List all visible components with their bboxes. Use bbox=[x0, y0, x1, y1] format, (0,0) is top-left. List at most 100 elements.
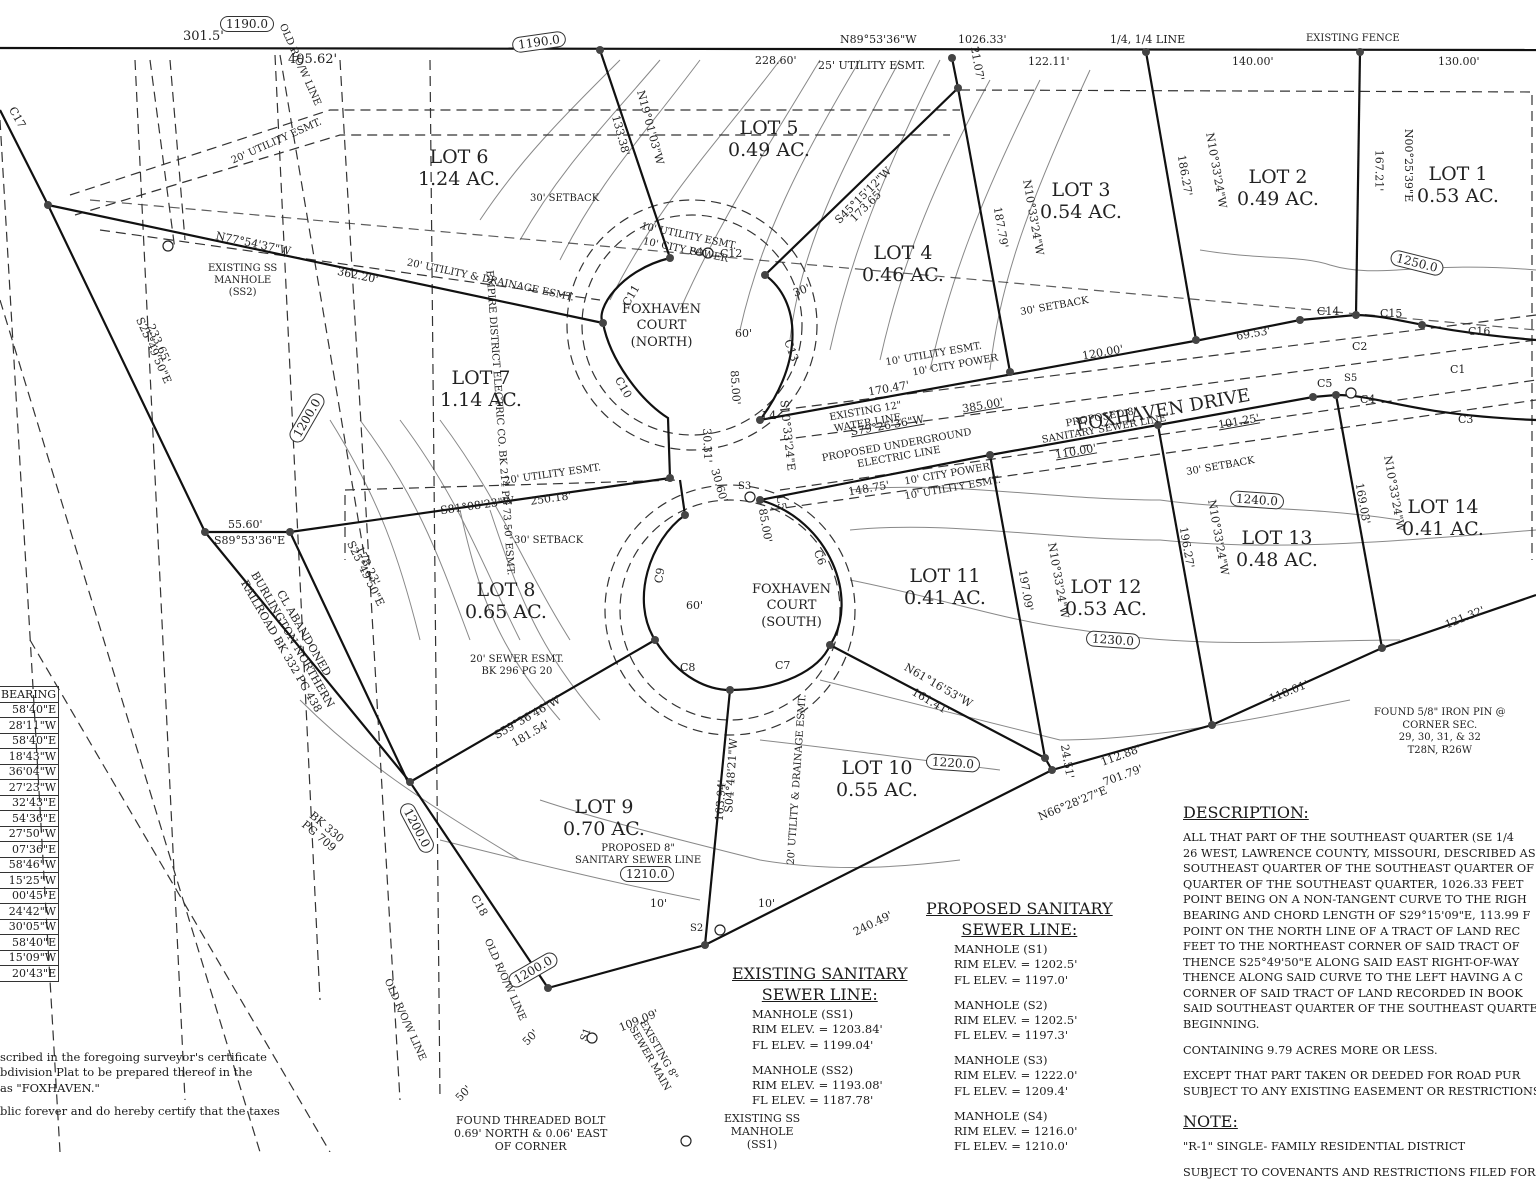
easement-lines bbox=[0, 54, 1536, 1152]
manhole-ss1-block: MANHOLE (SS1)RIM ELEV. = 1203.84'FL ELEV… bbox=[752, 1007, 883, 1052]
contour-lines bbox=[299, 59, 1536, 901]
quarter-line-label: 1/4, 1/4 LINE bbox=[1110, 33, 1186, 46]
bearing-table-header: BEARING bbox=[0, 686, 60, 703]
manhole-symbols bbox=[162, 240, 1357, 1147]
description-containing: CONTAINING 9.79 ACRES MORE OR LESS. bbox=[1183, 1043, 1438, 1057]
bearing-table-row: 58'46"W bbox=[0, 856, 60, 873]
utility-25-label: 25' UTILITY ESMT. bbox=[818, 59, 926, 72]
dim-301: 301.5' bbox=[183, 29, 224, 44]
found-pin-label: FOUND 5/8" IRON PIN @CORNER SEC.29, 30, … bbox=[1374, 707, 1506, 756]
dim-122: 122.11' bbox=[1028, 55, 1070, 68]
dim-405: 405.62' bbox=[288, 52, 338, 67]
bearing-table-row: 20'43"E bbox=[0, 965, 60, 982]
bearing-table-row: 24'42"W bbox=[0, 903, 60, 920]
note-line-1: "R-1" SINGLE- FAMILY RESIDENTIAL DISTRIC… bbox=[1183, 1140, 1466, 1154]
description-line: THENCE ALONG SAID CURVE TO THE LEFT HAVI… bbox=[1183, 971, 1523, 985]
dim-228: 228.60' bbox=[755, 54, 797, 67]
bearing-table-row: 28'11"W bbox=[0, 717, 60, 734]
curve-c1: C1 bbox=[1450, 363, 1466, 376]
bearing-table-row: 15'09"W bbox=[0, 949, 60, 966]
setback-label: 30' SETBACK bbox=[514, 535, 584, 546]
proposed-sewer-lot9-label: PROPOSED 8"SANITARY SEWER LINE bbox=[575, 843, 702, 866]
dim-163: 163.94' bbox=[712, 779, 729, 822]
bearing-s89: S89°53'36"E bbox=[214, 534, 286, 547]
bearing-table-row: 27'50"W bbox=[0, 825, 60, 842]
curve-c9: C9 bbox=[651, 566, 668, 585]
description-line: SAID SOUTHEAST QUARTER OF THE SOUTHEAST … bbox=[1183, 1002, 1536, 1016]
description-line: BEARING AND CHORD LENGTH OF S29°15'09"E,… bbox=[1183, 908, 1531, 922]
line-l5: L5 bbox=[773, 494, 789, 511]
curve-c8: C8 bbox=[680, 661, 696, 674]
description-line: POINT ON THE NORTH LINE OF A TRACT OF LA… bbox=[1183, 924, 1521, 938]
note-line-2: SUBJECT TO COVENANTS AND RESTRICTIONS FI… bbox=[1183, 1165, 1536, 1179]
curve-c14: C14 bbox=[1317, 305, 1340, 318]
bearing-n00: N00°25'39"E bbox=[1402, 128, 1416, 203]
manhole-s1-block: MANHOLE (S1)RIM ELEV. = 1202.5'FL ELEV. … bbox=[954, 942, 1078, 987]
cul-de-sac-rings bbox=[566, 199, 856, 736]
width-10-left: 10' bbox=[650, 897, 668, 910]
bearing-table-row: 15'25"W bbox=[0, 872, 60, 889]
bearing-table-row: 58'40"E bbox=[0, 934, 60, 951]
dim-140: 140.00' bbox=[1232, 55, 1274, 68]
bearing-table-row: 32'43"E bbox=[0, 794, 60, 811]
curve-c16: C16 bbox=[1468, 325, 1491, 338]
setback-label: 30' SETBACK bbox=[530, 193, 600, 204]
bearing-table-row: 00'45"E bbox=[0, 887, 60, 904]
manhole-s5-label: S5 bbox=[1344, 373, 1358, 384]
bearing-table-row: 18'43"W bbox=[0, 748, 60, 765]
dim-1026: 1026.33' bbox=[958, 33, 1007, 46]
manhole-s4-block: MANHOLE (S4)RIM ELEV. = 1216.0'FL ELEV. … bbox=[954, 1108, 1078, 1154]
description-line: 26 WEST, LAWRENCE COUNTY, MISSOURI, DESC… bbox=[1183, 846, 1536, 860]
bearing-table-row: 58'40"E bbox=[0, 732, 60, 749]
manhole-s2-block: MANHOLE (S2)RIM ELEV. = 1202.5'FL ELEV. … bbox=[954, 997, 1078, 1043]
bearing-top: N89°53'36"W bbox=[840, 33, 917, 46]
note-heading: NOTE: bbox=[1183, 1112, 1238, 1132]
dim-85a: 85.00' bbox=[727, 369, 743, 406]
description-line: POINT BEING ON A NON-TANGENT CURVE TO TH… bbox=[1183, 893, 1527, 907]
description-except: EXCEPT THAT PART TAKEN OR DEEDED FOR ROA… bbox=[1183, 1069, 1536, 1098]
description-line: THENCE S25°49'50"E ALONG SAID EAST RIGHT… bbox=[1183, 955, 1520, 969]
owner-certificate: scribed in the foregoing surveyor's cert… bbox=[0, 1050, 280, 1118]
curve-c5: C5 bbox=[1317, 377, 1333, 390]
curve-c2: C2 bbox=[1352, 340, 1368, 353]
bearing-table-row: 36'04"W bbox=[0, 763, 60, 780]
dim-130: 130.00' bbox=[1438, 55, 1480, 68]
contour-label: 1210.0 bbox=[620, 866, 674, 882]
bearing-table-row: 27'23"W bbox=[0, 779, 60, 796]
plat-linework bbox=[0, 46, 1536, 1152]
existing-fence-label: EXISTING FENCE bbox=[1306, 33, 1400, 44]
description-line: BEGINNING. bbox=[1183, 1018, 1260, 1032]
contour-label: 1190.0 bbox=[220, 16, 274, 32]
dim-55: 55.60' bbox=[228, 518, 263, 531]
description-line: ALL THAT PART OF THE SOUTHEAST QUARTER (… bbox=[1183, 831, 1514, 845]
description-line: SOUTHEAST QUARTER OF THE SOUTHEAST QUART… bbox=[1183, 862, 1534, 876]
bearing-table-row: 07'36"E bbox=[0, 841, 60, 858]
description-line: CORNER OF SAID TRACT OF LAND RECORDED IN… bbox=[1183, 986, 1523, 1000]
width-60-north: 60' bbox=[735, 327, 753, 340]
curve-c12: C12 bbox=[720, 247, 743, 260]
width-60-south: 60' bbox=[686, 599, 704, 612]
legal-description: DESCRIPTION: ALL THAT PART OF THE SOUTHE… bbox=[1183, 802, 1536, 1181]
bearing-table-row: 30'05"W bbox=[0, 918, 60, 935]
description-line: FEET TO THE NORTHEAST CORNER OF SAID TRA… bbox=[1183, 940, 1520, 954]
